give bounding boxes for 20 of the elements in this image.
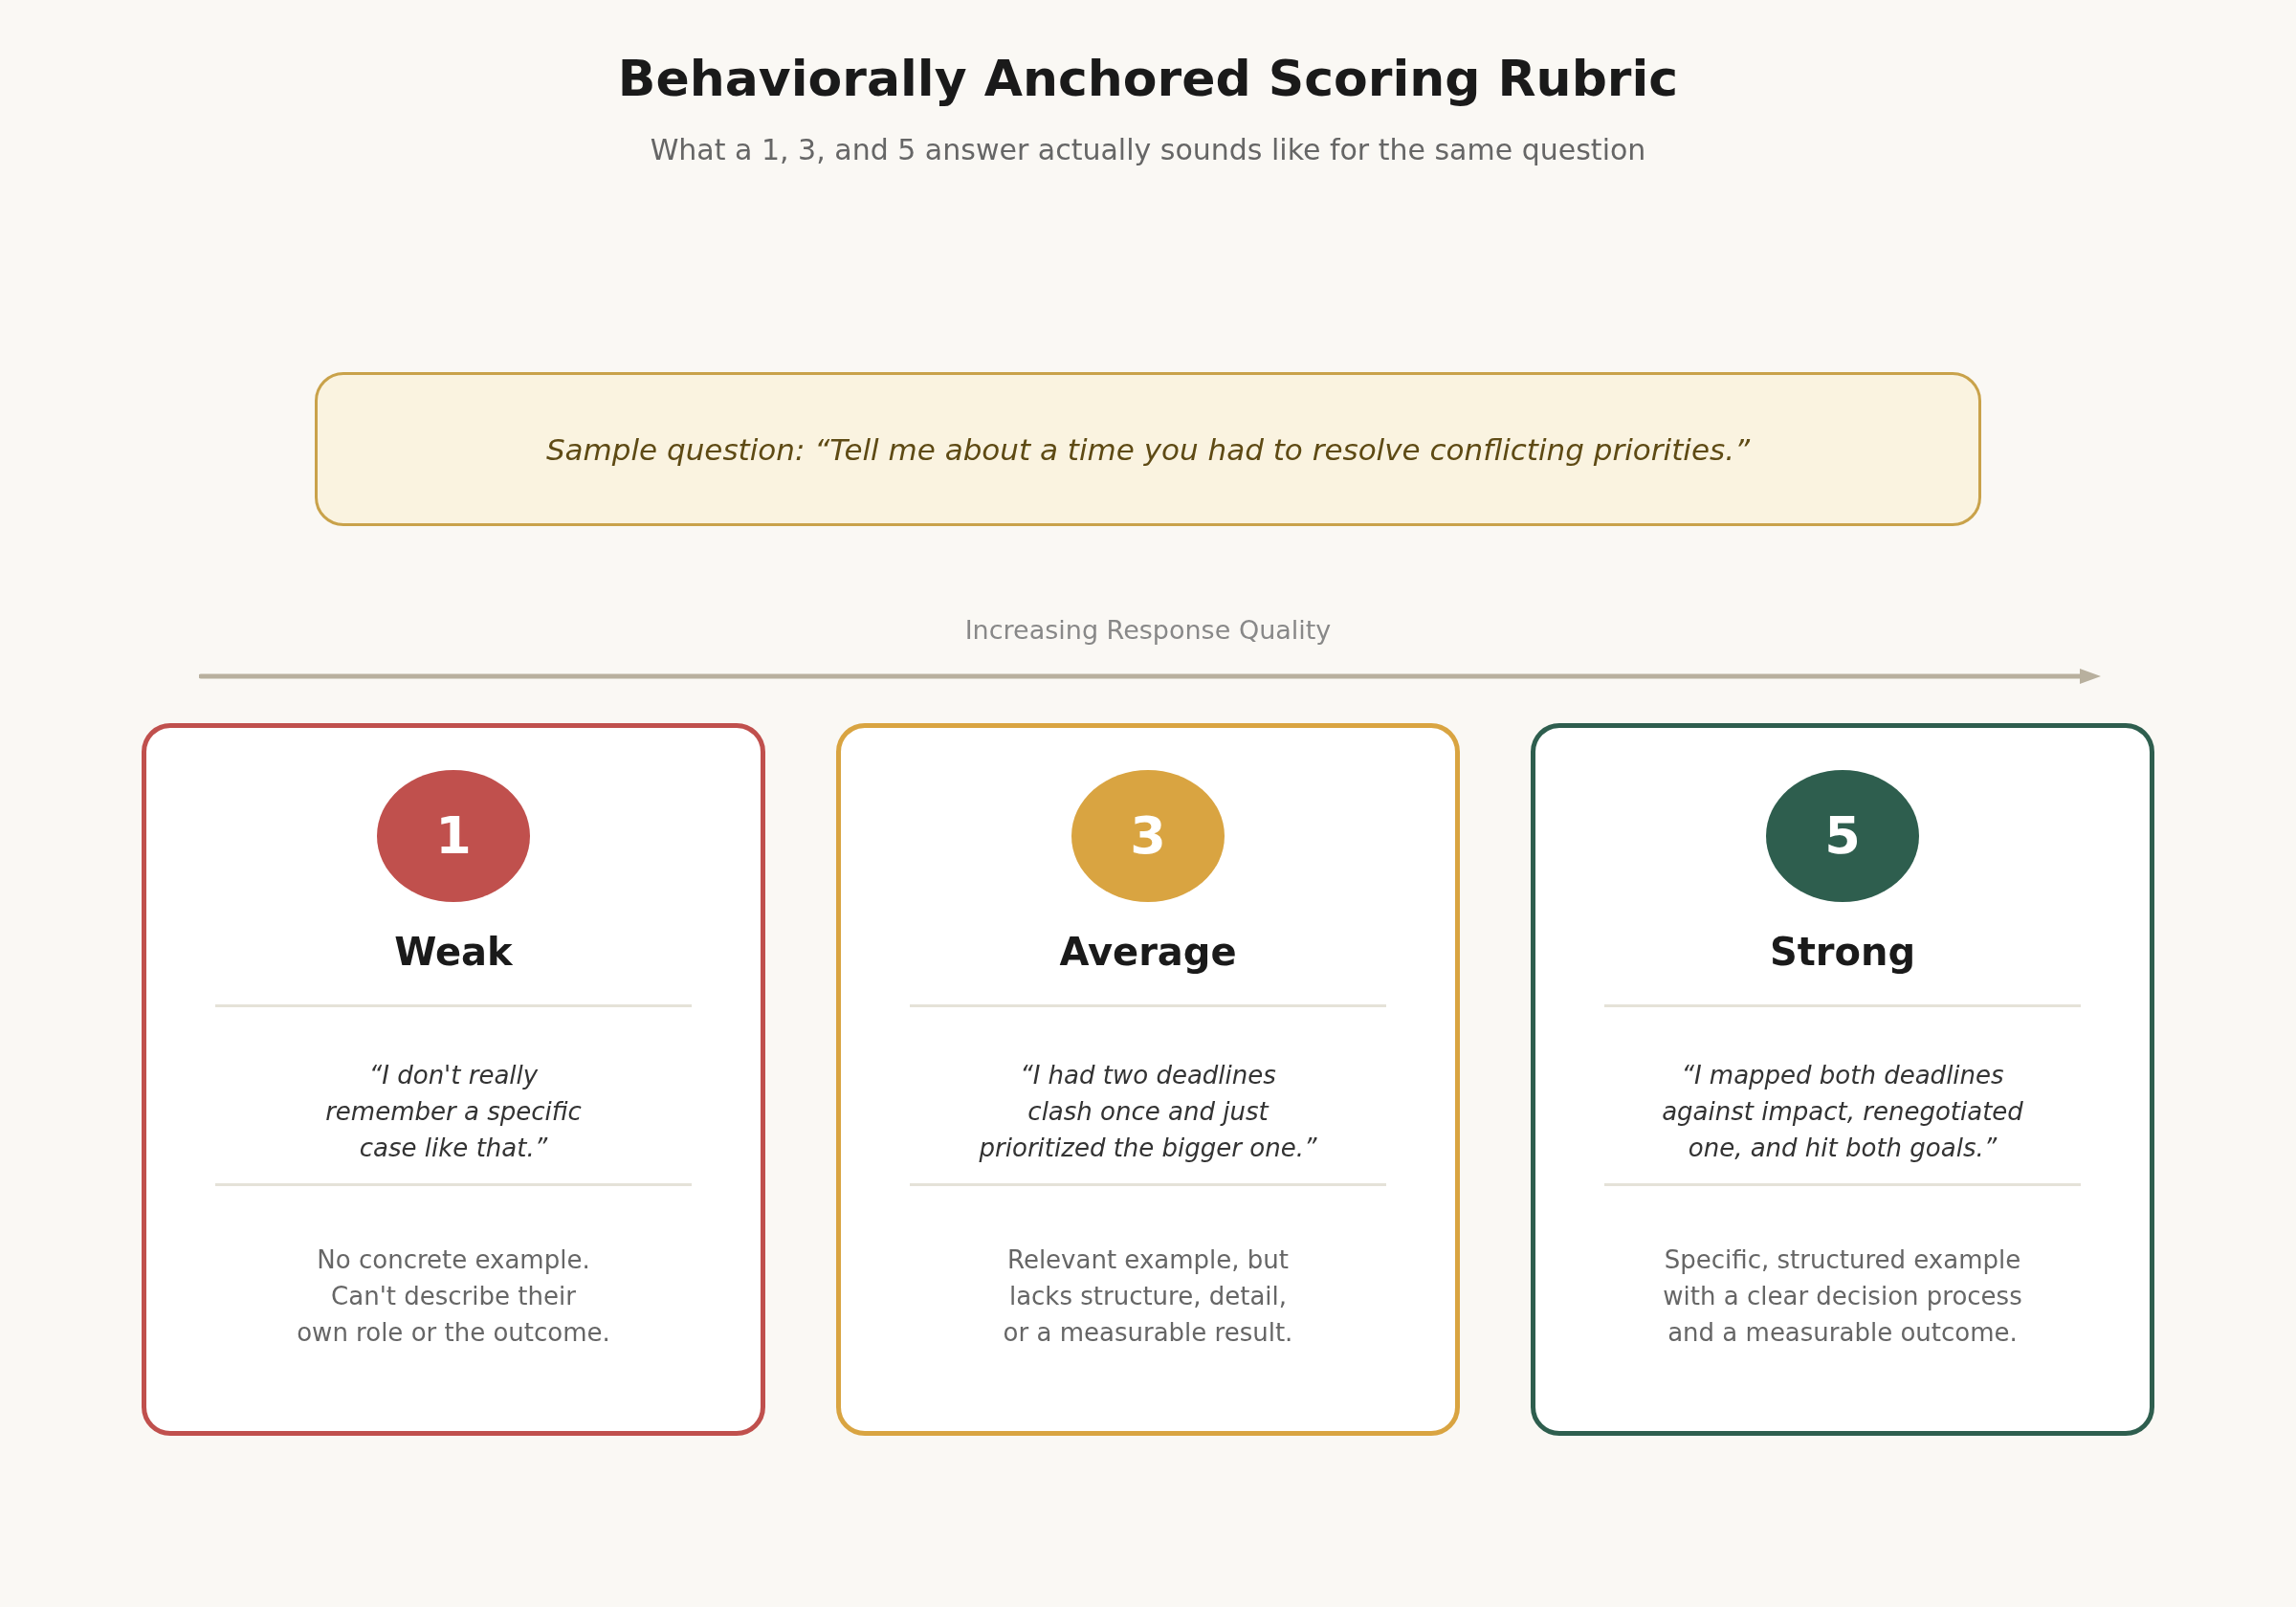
rating-card [1531, 723, 2154, 1436]
axis-label: Increasing Response Quality [964, 615, 1332, 645]
score-number: 5 [1824, 810, 1861, 862]
subtitle: What a 1, 3, and 5 answer actually sounds like for the same question [650, 133, 1646, 166]
rating-card [142, 723, 765, 1436]
score-number: 1 [435, 810, 472, 862]
rating-description: No concrete example. Can't describe their own role or the outcome. [296, 1244, 611, 1349]
sample-answer-quote: “I don't really remember a specific case like that.” [324, 1060, 583, 1164]
score-number: 3 [1130, 810, 1166, 862]
rating-label: Weak [393, 929, 514, 976]
diagram-title: Behaviorally Anchored Scoring Rubric [617, 50, 1679, 107]
rating-label: Average [1058, 929, 1238, 976]
rating-card [836, 723, 1460, 1436]
sample-answer-quote: “I had two deadlines clash once and just prioritized the bigger one.” [978, 1060, 1318, 1164]
rating-description: Relevant example, but lacks structure, detail, or a measurable result. [1002, 1244, 1294, 1349]
rating-label: Strong [1768, 929, 1917, 976]
question-box [315, 372, 1981, 526]
sample-answer-quote: “I mapped both deadlines against impact, renegotiated one, and hit both goals.” [1661, 1060, 2024, 1164]
rating-description: Specific, structured example with a clear decision process and a measurable outcome. [1662, 1244, 2023, 1349]
question-text: Sample question: “Tell me about a time you had to resolve conflicting priorities.” [545, 431, 1751, 467]
